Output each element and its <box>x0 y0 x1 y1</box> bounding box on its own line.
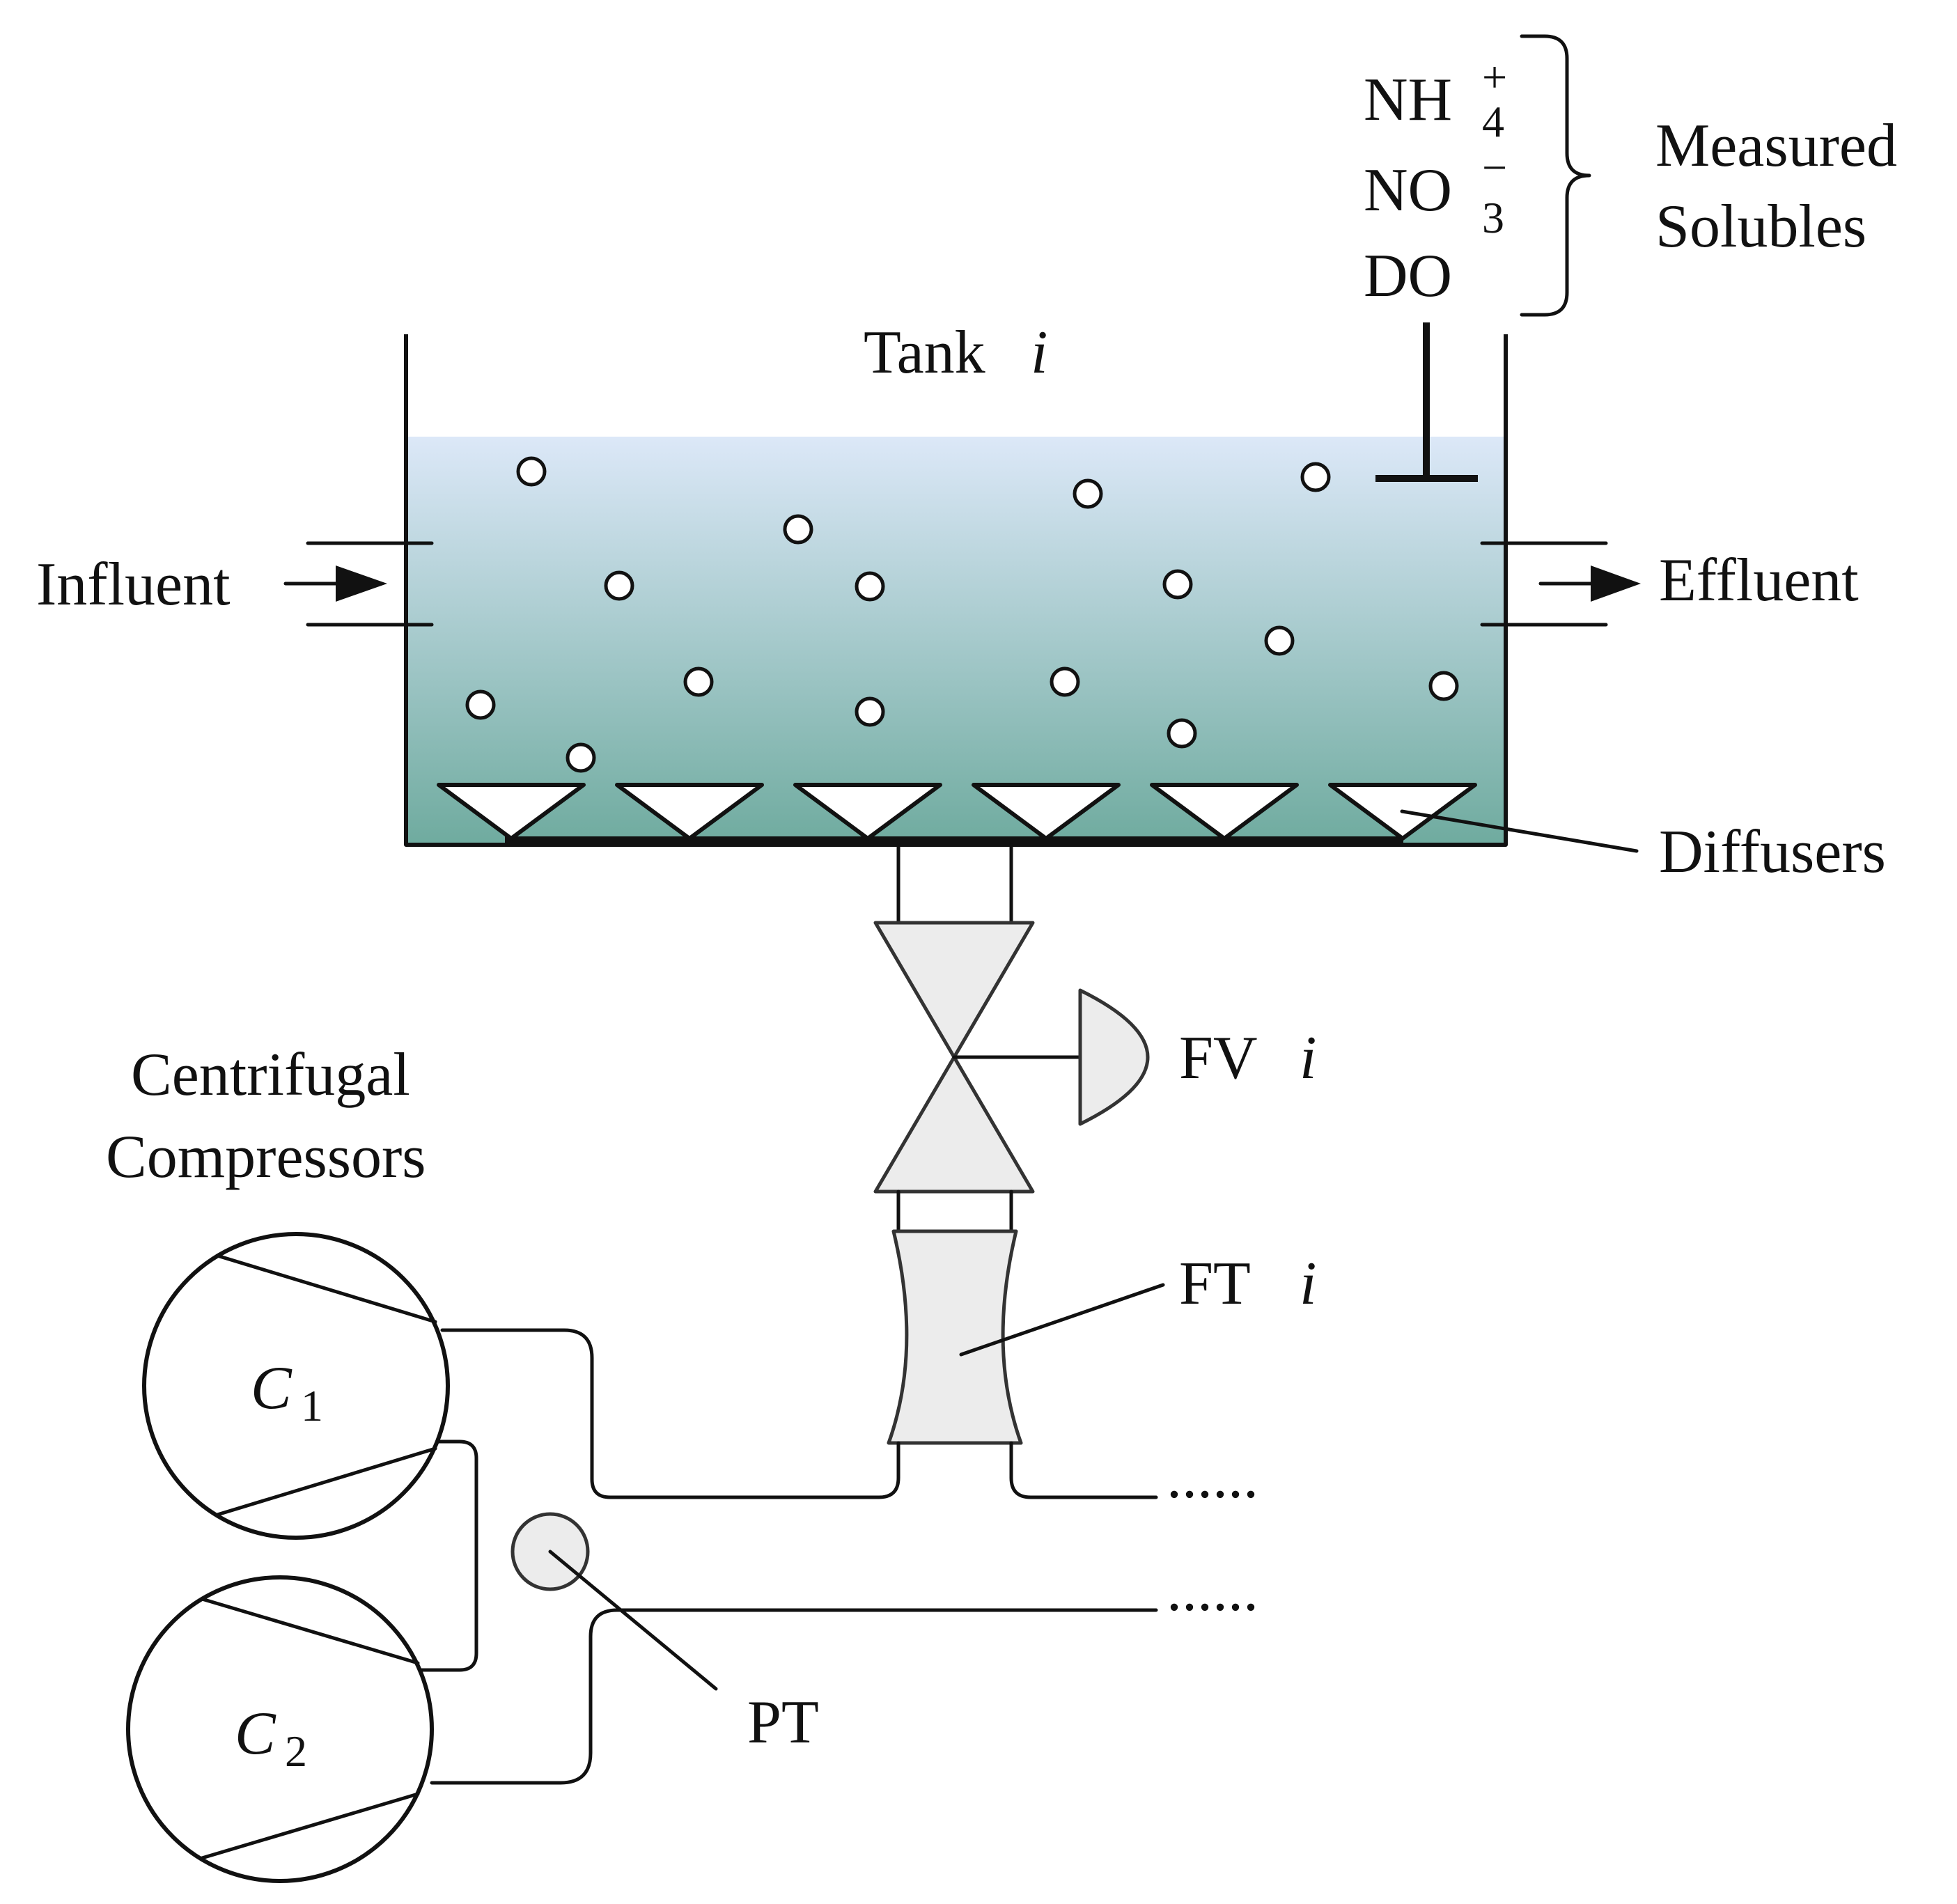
flow-transmitter-icon <box>887 1229 1023 1445</box>
air-bubble <box>855 571 885 602</box>
compressor-2-outlet-guide <box>200 1792 420 1860</box>
air-bubble <box>1428 671 1459 701</box>
compressor-1-label: C <box>251 1355 293 1422</box>
flow-valve-icon <box>873 921 1150 1194</box>
air-bubble <box>604 570 634 601</box>
flow-valve-actuator-dome <box>1078 988 1150 1126</box>
compressor-2-subscript: 2 <box>285 1726 307 1776</box>
header-pipe-continuation <box>1009 1441 1158 1499</box>
air-bubble <box>683 666 714 697</box>
pressure-transmitter-leader-line <box>548 1550 718 1691</box>
diffusers-leader-line <box>1400 809 1639 853</box>
compressor-1-icon <box>142 1232 450 1540</box>
dissolved-oxygen-label: DO <box>1364 242 1452 310</box>
flow-transmitter-label: FT <box>1179 1250 1251 1318</box>
compressor-2-icon <box>126 1575 434 1883</box>
ammonium-charge: + <box>1482 52 1507 102</box>
influent-label: Influent <box>36 551 231 618</box>
air-bubbles <box>465 456 1459 773</box>
diffuser <box>1150 783 1299 841</box>
tank-index: i <box>1031 319 1047 387</box>
nitrate-charge: − <box>1482 143 1507 192</box>
compressor-1-outlet-guide <box>215 1446 437 1517</box>
compressors-title-line1: Centrifugal <box>131 1041 410 1109</box>
tank-title: Tank <box>864 319 985 387</box>
compressor-1-inlet-guide <box>215 1254 437 1324</box>
branch-pipe-continuation-dots: ...... <box>1167 1556 1258 1624</box>
measured-solubles-line2: Solubles <box>1655 193 1866 260</box>
air-bubble <box>516 456 547 487</box>
compressors-title-line2: Compressors <box>106 1123 426 1191</box>
flow-valve-label: FV <box>1179 1024 1258 1092</box>
air-bubble <box>566 742 596 773</box>
measured-brace <box>1520 34 1591 317</box>
tank-water <box>408 437 1505 844</box>
nitrate-label: NO <box>1364 157 1452 224</box>
air-bubble <box>1300 462 1331 492</box>
air-bubble <box>1050 666 1080 697</box>
diffuser <box>437 783 586 841</box>
flow-valve-index: i <box>1300 1024 1316 1092</box>
effluent-label: Effluent <box>1659 547 1859 614</box>
flow-valve-upper-triangle <box>873 921 1035 1059</box>
compressor-1-discharge-pipe <box>440 1328 900 1499</box>
compressor-2-casing <box>126 1575 434 1883</box>
compressor-1-subscript: 1 <box>301 1381 323 1430</box>
diffusers-label: Diffusers <box>1659 818 1886 886</box>
pressure-transmitter-label: PT <box>747 1689 819 1756</box>
flow-valve-lower-triangle <box>873 1055 1035 1194</box>
air-bubble <box>1167 718 1197 749</box>
header-pipe-continuation-dots: ...... <box>1167 1444 1258 1511</box>
air-bubble <box>855 696 885 727</box>
air-bubble <box>783 514 813 545</box>
diffuser <box>972 783 1121 841</box>
air-bubble <box>1162 569 1193 600</box>
nitrate-subscript: 3 <box>1482 193 1504 242</box>
influent-arrow-head <box>336 565 387 602</box>
effluent-arrow-head <box>1591 565 1641 602</box>
compressor-1-casing <box>142 1232 450 1540</box>
ammonium-label: NH <box>1364 66 1452 134</box>
compressor-2-label: C <box>235 1700 276 1768</box>
compressor-interconnect-pipe <box>409 1439 478 1672</box>
diffuser <box>615 783 764 841</box>
measured-solubles-line1: Measured <box>1655 112 1897 180</box>
flow-transmitter-index: i <box>1300 1250 1316 1318</box>
diffuser <box>793 783 942 841</box>
air-bubble <box>1264 625 1295 656</box>
ammonium-subscript: 4 <box>1482 97 1504 146</box>
flow-transmitter-leader-line <box>959 1283 1165 1357</box>
air-bubble <box>465 689 496 720</box>
compressor-2-inlet-guide <box>200 1597 420 1665</box>
compressor-2-discharge-pipe <box>430 1608 1158 1785</box>
air-bubble <box>1073 478 1103 509</box>
